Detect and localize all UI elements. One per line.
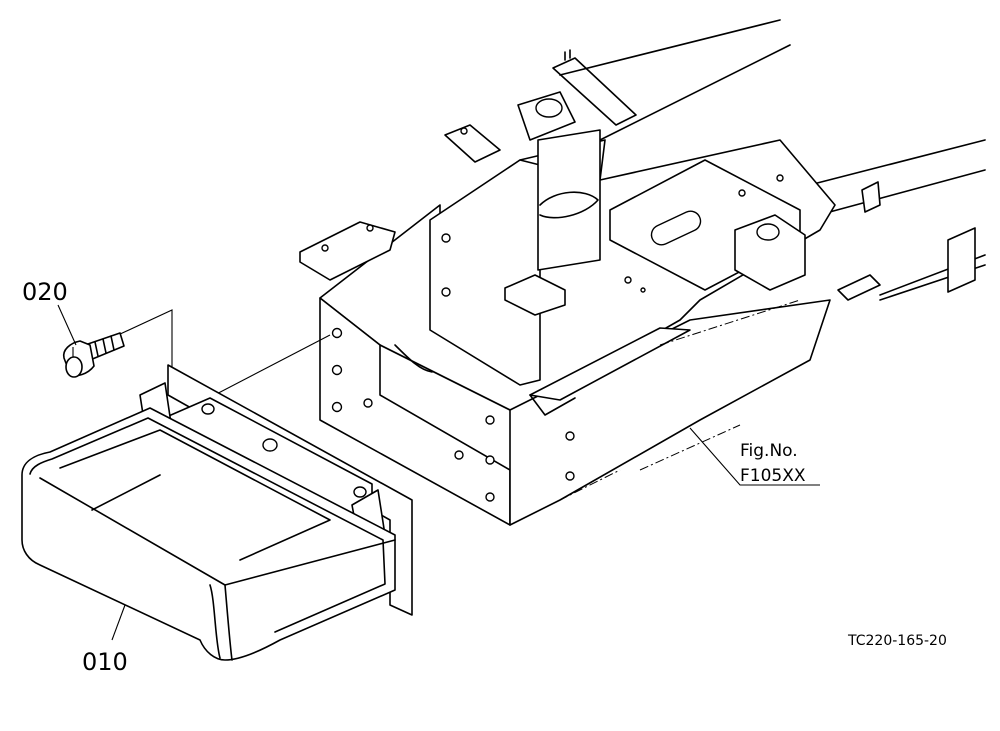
tractor-front-frame (299, 19, 986, 526)
part-020-bolt (57, 304, 125, 378)
figure-label-line2: F105XX (740, 466, 806, 486)
part-010-front-bumper (21, 364, 413, 661)
figure-label-line1: Fig.No. (740, 441, 798, 461)
callout-020: 020 (22, 278, 68, 306)
drawing-code: TC220-165-20 (847, 633, 947, 649)
figure-reference: Fig.No. F105XX (689, 427, 820, 486)
callout-label-010: 010 (82, 648, 128, 676)
drawing-code-text: TC220-165-20 (847, 633, 947, 649)
exploded-assembly-lines (117, 309, 331, 401)
callout-010: 010 (82, 604, 128, 676)
callout-label-020: 020 (22, 278, 68, 306)
